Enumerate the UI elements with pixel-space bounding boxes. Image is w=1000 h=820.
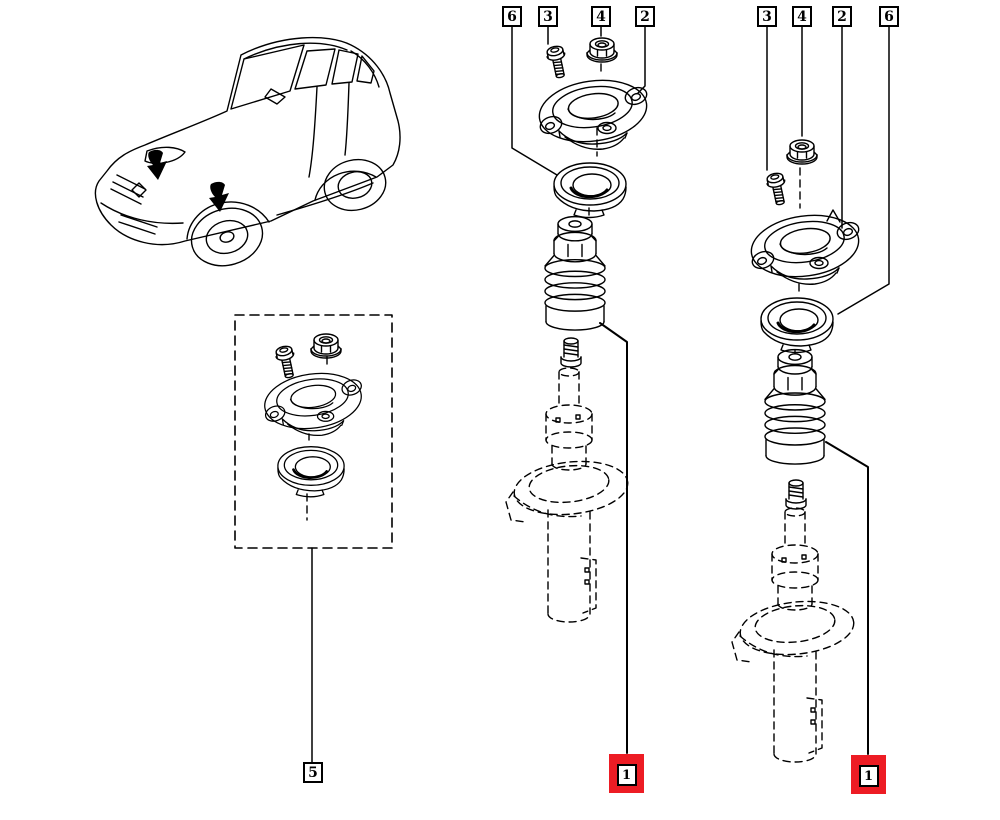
bump-stop-boot-drawing (544, 215, 606, 331)
strut-mount-drawing (260, 366, 366, 437)
side-mirror (264, 88, 286, 105)
selected-callout-label: 1 (616, 764, 637, 786)
bolt-drawing (764, 171, 791, 207)
selected-callout-label: 1 (858, 765, 879, 787)
callout-4-right[interactable]: 4 (792, 6, 812, 27)
selected-callout-1-center[interactable]: 1 (609, 754, 644, 793)
callout-4-center[interactable]: 4 (591, 6, 611, 27)
callout-3-right[interactable]: 3 (757, 6, 777, 27)
bump-stop-boot-drawing (764, 348, 826, 465)
shock-absorber-drawing (731, 507, 858, 763)
strut-mount-drawing (746, 208, 864, 285)
windshield (230, 44, 305, 110)
callout-3-center[interactable]: 3 (538, 6, 558, 27)
rear-wheel (323, 158, 387, 212)
inset-kit-group (234, 314, 393, 549)
inset-dashed-box (234, 314, 393, 549)
bearing-drawing (552, 161, 628, 219)
location-arrow-right (209, 181, 229, 212)
callout-6-center[interactable]: 6 (502, 6, 522, 27)
rod-tip-drawing (785, 479, 807, 510)
callout-leader-lines (311, 26, 890, 763)
bearing-drawing (276, 445, 346, 499)
callout-6-right[interactable]: 6 (879, 6, 899, 27)
rear-wheel-arch (314, 170, 377, 201)
bearing-drawing (759, 296, 835, 354)
callout-2-right[interactable]: 2 (832, 6, 852, 27)
callout-2-center[interactable]: 2 (635, 6, 655, 27)
callout-5-inset[interactable]: 5 (303, 762, 323, 783)
nut-drawing (586, 37, 618, 63)
bolt-drawing (273, 344, 300, 380)
strut-mount-drawing (534, 73, 652, 150)
rod-tip-drawing (560, 337, 582, 368)
mount-tab (826, 209, 841, 223)
center-strut-group (505, 37, 652, 623)
front-wheel (190, 207, 264, 267)
right-strut-group (731, 139, 864, 763)
nut-drawing (310, 333, 342, 359)
nut-drawing (786, 139, 818, 165)
bolt-drawing (544, 44, 571, 80)
location-arrow-left (147, 149, 167, 180)
car-location-drawing (94, 36, 401, 267)
brand-diamond (131, 182, 147, 198)
selected-callout-1-right[interactable]: 1 (851, 755, 886, 794)
shock-absorber-drawing (505, 367, 632, 623)
